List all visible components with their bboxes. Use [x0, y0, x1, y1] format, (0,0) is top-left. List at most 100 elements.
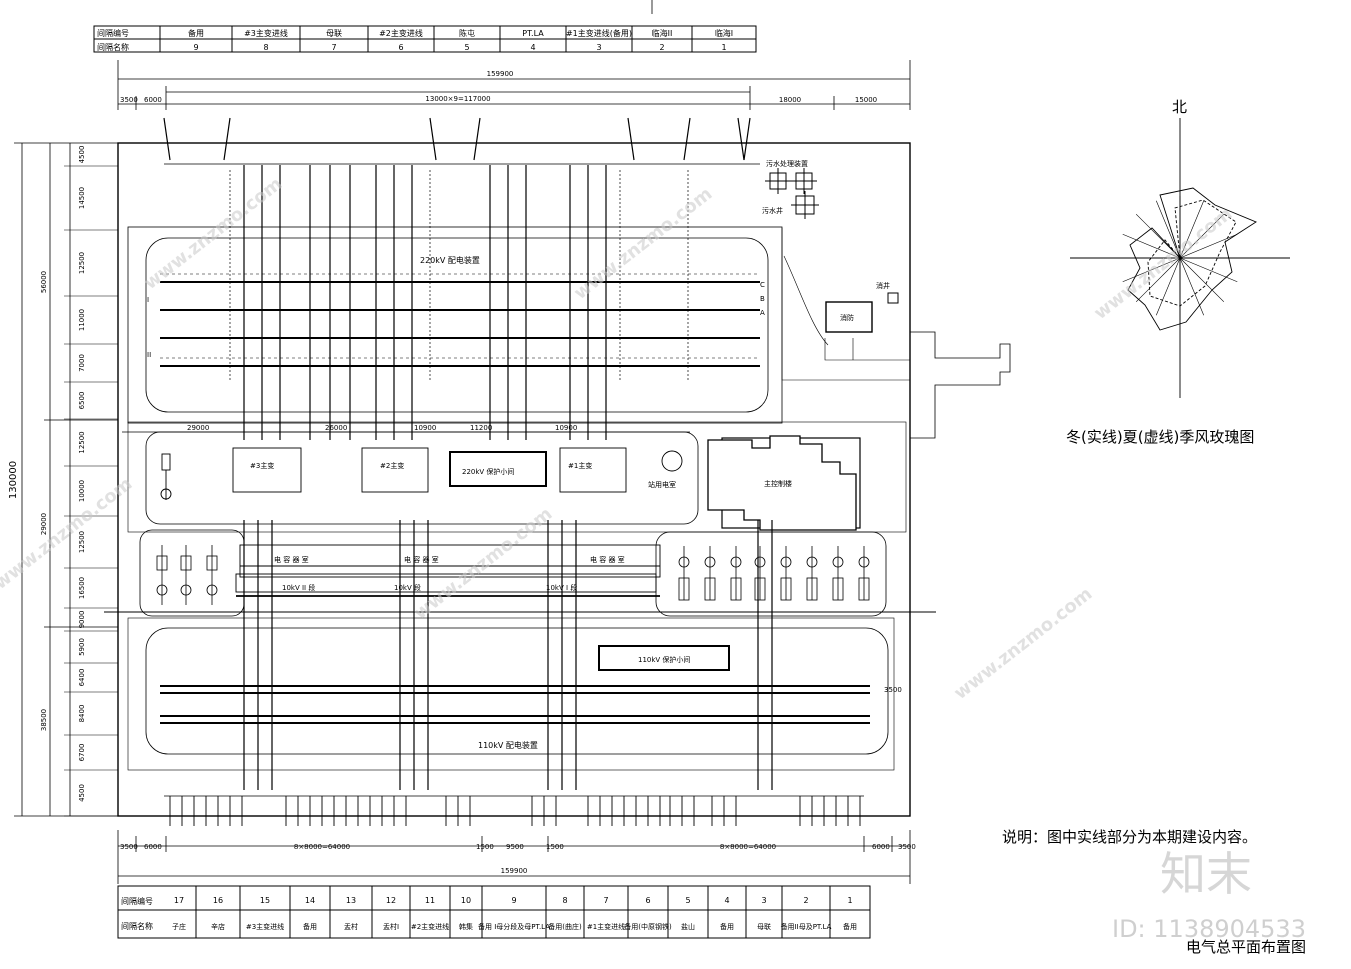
- 10kv-room-i: 10kV 段: [394, 583, 421, 592]
- dim-bottom-mid-c: 1500: [546, 843, 564, 851]
- bottom-cell-name: 母联: [757, 922, 771, 931]
- bottom-cell-num: 13: [346, 896, 356, 905]
- sewage-label: 污水处理装置: [766, 159, 808, 168]
- left-segment-dim: 12500: [78, 431, 86, 453]
- rose-spoke: [1122, 257, 1181, 283]
- watermark-logo: 知末: [1160, 847, 1252, 901]
- left-segment-dim: 12500: [78, 252, 86, 274]
- rose-spoke: [1179, 257, 1225, 303]
- rose-spoke: [1179, 257, 1238, 283]
- left-segment-dim: 4500: [78, 784, 86, 802]
- dim-left-top: 56000: [40, 271, 48, 293]
- transformer-3-label: #3主变: [250, 461, 274, 470]
- bottom-cell-name: 辛店: [211, 922, 225, 931]
- capacitor-room-3: 电 容 器 室: [590, 555, 625, 564]
- note-text: 说明：图中实线部分为本期建设内容。: [1002, 828, 1257, 846]
- entry-line: [473, 117, 481, 161]
- fire-pump-label: 消井: [876, 281, 890, 290]
- bottom-cell-num: 7: [603, 896, 608, 905]
- protect-220-label: 220kV 保护小间: [462, 467, 514, 476]
- top-cell-num: 3: [596, 43, 601, 52]
- top-cell-num: 4: [530, 43, 535, 52]
- dim-bottom-mid-left: 8×8000=64000: [294, 843, 350, 851]
- left-segment-dims: 4500145001250011000700065001250010000125…: [64, 146, 118, 817]
- bus-ii-label: II: [147, 351, 151, 359]
- entry-line: [627, 117, 635, 161]
- top-cell-num: 1: [721, 43, 726, 52]
- rose-spoke: [1155, 257, 1181, 316]
- dim-bottom-total: 159900: [501, 867, 528, 875]
- rose-spoke: [1135, 213, 1181, 259]
- bottom-table-cells: 17子庄16辛店15#3主变进线14备用13盂村12盂村I11#2主变进线10韩…: [172, 886, 871, 938]
- bottom-cell-name: 韩集: [459, 922, 473, 931]
- top-cell-num: 2: [659, 43, 664, 52]
- top-cell-name: 备用: [188, 28, 204, 38]
- left-segment-dim: 16500: [78, 577, 86, 599]
- bottom-table-row2-label: 间隔名称: [121, 921, 153, 931]
- bottom-cell-num: 15: [260, 896, 270, 905]
- station-power-label: 站用电室: [648, 480, 676, 489]
- watermark-site-4: www.znzmo.com: [0, 473, 136, 594]
- entry-line: [163, 117, 171, 161]
- bottom-cell-num: 10: [461, 896, 471, 905]
- bottom-cell-num: 8: [562, 896, 567, 905]
- rose-spoke: [1179, 213, 1225, 259]
- north-label: 北: [1172, 98, 1187, 116]
- entry-line: [743, 117, 751, 161]
- feeders-110kv: [164, 520, 864, 826]
- bottom-dimension-lines: [117, 830, 911, 884]
- row-dim-3: 10900: [414, 424, 436, 432]
- left-segment-dim: 11000: [78, 309, 86, 331]
- left-segment-dim: 9000: [78, 611, 86, 629]
- dim-top-right-b: 15000: [855, 96, 877, 104]
- bus-110kv: [160, 685, 870, 724]
- left-segment-dim: 12500: [78, 531, 86, 553]
- bottom-cell-num: 14: [305, 896, 315, 905]
- bottom-cell-name: 子庄: [172, 922, 186, 931]
- left-segment-dim: 5900: [78, 638, 86, 656]
- entry-line: [683, 117, 691, 161]
- water-tank-label: 消防: [840, 313, 854, 322]
- dim-bottom-left-b: 6000: [144, 843, 162, 851]
- top-table-row2-label: 间隔名称: [97, 42, 129, 52]
- left-segment-dim: 6700: [78, 744, 86, 762]
- dim-top-right-a: 18000: [779, 96, 801, 104]
- dim-bottom-right-b: 3500: [898, 843, 916, 851]
- watermark-site-6: www.znzmo.com: [950, 583, 1096, 704]
- bottom-cell-name: 备用: [720, 922, 734, 931]
- row-dim-5: 10900: [555, 424, 577, 432]
- protect-110-room: [598, 645, 730, 671]
- top-cell-name: #1主变进线(备用): [566, 28, 632, 38]
- bottom-cell-name: 备用(中原钢铁): [624, 922, 672, 931]
- dim-left-bot: 38500: [40, 709, 48, 731]
- phase-c-label: C: [760, 281, 765, 289]
- bus-220kv-label: 220kV 配电装置: [420, 255, 480, 265]
- bottom-cell-num: 11: [425, 896, 435, 905]
- rose-spoke: [1122, 233, 1181, 259]
- bottom-cell-num: 9: [511, 896, 516, 905]
- bottom-table-row1-label: 间隔编号: [121, 896, 153, 906]
- bottom-cell-name: #3主变进线: [246, 922, 284, 931]
- bottom-cell-num: 3: [761, 896, 766, 905]
- feeders-220kv: [163, 117, 760, 440]
- left-dimension-lines: [14, 142, 118, 817]
- left-segment-dim: 6400: [78, 669, 86, 687]
- top-cell-num: 6: [398, 43, 403, 52]
- top-cell-name: PT.LA: [522, 29, 544, 38]
- dim-top-left-b: 6000: [144, 96, 162, 104]
- entry-line: [429, 117, 437, 161]
- top-table-row1-label: 间隔编号: [97, 28, 129, 38]
- bottom-cell-num: 6: [645, 896, 650, 905]
- bottom-cell-name: 盂村: [344, 922, 358, 931]
- phase-b-label: B: [760, 295, 765, 303]
- top-cell-name: 临海II: [652, 28, 673, 38]
- 10kv-rooms: [235, 544, 661, 597]
- left-segment-dim: 6500: [78, 392, 86, 410]
- row-dim-4: 11200: [470, 424, 492, 432]
- sewage-well-label: 污水井: [762, 206, 783, 215]
- wind-rose-caption: 冬(实线)夏(虚线)季风玫瑰图: [1066, 428, 1254, 446]
- drawing-title: 电气总平面布置图: [1186, 938, 1306, 956]
- control-building-text: 主控制楼: [764, 479, 792, 488]
- rose-spoke: [1135, 257, 1181, 303]
